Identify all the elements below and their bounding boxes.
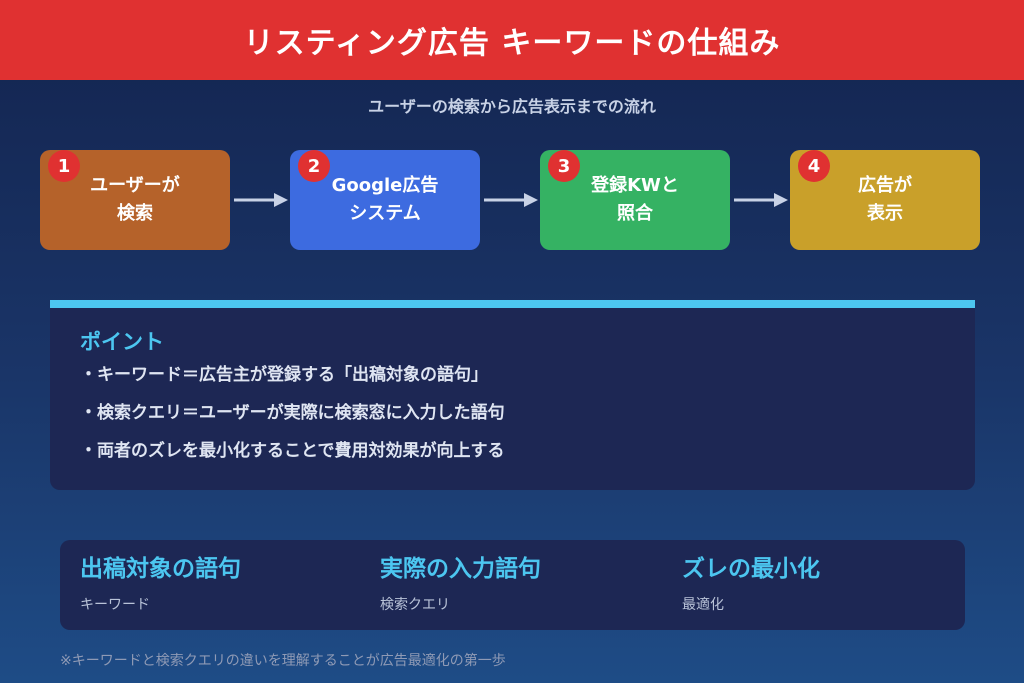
flow-subtitle: ユーザーの検索から広告表示までの流れ <box>368 97 656 116</box>
step-user-search: 1 ユーザーが 検索 <box>40 150 230 250</box>
points-title: ポイント <box>80 330 164 354</box>
summary-subtitle: 検索クエリ <box>380 597 450 613</box>
summary-subtitle: 最適化 <box>682 597 724 613</box>
footnote: ※キーワードと検索クエリの違いを理解することが広告最適化の第一歩 <box>60 653 506 669</box>
page-title: リスティング広告 キーワードの仕組み <box>243 26 781 61</box>
step-label-line2: 表示 <box>867 203 903 224</box>
summary-item-optimization: ズレの最小化 最適化 <box>682 552 972 614</box>
arrow-right-icon <box>734 193 788 207</box>
summary-item-query: 実際の入力語句 検索クエリ <box>380 552 670 614</box>
step-number-badge: 4 <box>798 150 830 182</box>
point-item: ・キーワード＝広告主が登録する「出稿対象の語句」 <box>80 365 488 385</box>
summary-item-keyword: 出稿対象の語句 キーワード <box>80 552 370 614</box>
step-label-line1: ユーザーが <box>90 175 180 196</box>
step-number-badge: 1 <box>48 150 80 182</box>
points-panel: ポイント ・キーワード＝広告主が登録する「出稿対象の語句」 ・検索クエリ＝ユーザ… <box>50 300 975 490</box>
step-label-line2: システム <box>349 203 421 224</box>
step-keyword-matching: 3 登録KWと 照合 <box>540 150 730 250</box>
step-label-line1: 登録KWと <box>591 175 679 196</box>
step-ad-display: 4 広告が 表示 <box>790 150 980 250</box>
summary-title: ズレの最小化 <box>682 556 820 582</box>
step-label-line2: 照合 <box>617 203 653 224</box>
step-number-badge: 3 <box>548 150 580 182</box>
summary-title: 出稿対象の語句 <box>80 556 241 582</box>
step-google-ads-system: 2 Google広告 システム <box>290 150 480 250</box>
step-label-line1: 広告が <box>858 175 912 196</box>
point-item: ・両者のズレを最小化することで費用対効果が向上する <box>80 441 505 461</box>
summary-subtitle: キーワード <box>80 597 150 613</box>
header-bar: リスティング広告 キーワードの仕組み <box>0 0 1024 80</box>
arrow-right-icon <box>234 193 288 207</box>
step-label-line1: Google広告 <box>331 175 439 196</box>
summary-title: 実際の入力語句 <box>380 556 541 582</box>
step-number-badge: 2 <box>298 150 330 182</box>
step-label-line2: 検索 <box>117 203 153 224</box>
arrow-right-icon <box>484 193 538 207</box>
point-item: ・検索クエリ＝ユーザーが実際に検索窓に入力した語句 <box>80 403 505 423</box>
points-list: ・キーワード＝広告主が登録する「出稿対象の語句」 ・検索クエリ＝ユーザーが実際に… <box>80 364 505 478</box>
summary-panel: 出稿対象の語句 キーワード 実際の入力語句 検索クエリ ズレの最小化 最適化 <box>60 540 965 630</box>
